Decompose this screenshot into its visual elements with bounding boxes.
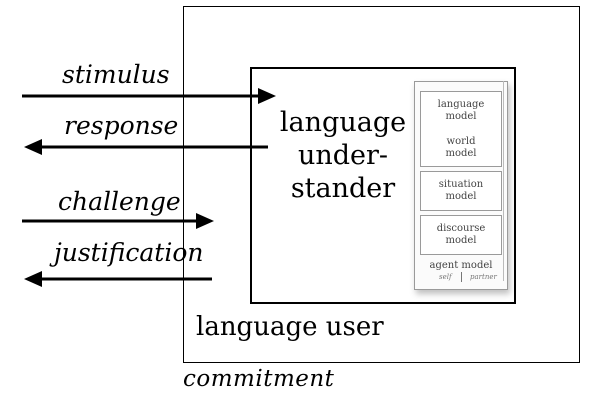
challenge-label: challenge — [58, 187, 181, 216]
justification-arrow — [24, 271, 212, 287]
inner-figure-edge — [503, 81, 504, 281]
language-user-label: language user — [196, 312, 384, 342]
inner-model-figure: language model world model situation mod… — [414, 81, 508, 290]
agent-self-label: self — [439, 273, 452, 281]
stimulus-label: stimulus — [62, 60, 170, 89]
language-understander-label: language under- stander — [279, 107, 407, 204]
agent-partner-label: partner — [470, 273, 497, 281]
agent-model-label: agent model — [429, 260, 493, 271]
stimulus-arrow — [22, 88, 276, 104]
situation-model-cell: situation model — [420, 171, 502, 211]
agent-divider — [461, 272, 462, 282]
discourse-model-cell: discourse model — [420, 215, 502, 255]
language-model-label: language model — [437, 98, 485, 122]
challenge-arrow — [22, 213, 214, 229]
language-user-box — [183, 6, 580, 363]
response-label: response — [64, 111, 179, 140]
response-arrow — [24, 139, 268, 155]
justification-label: justification — [54, 238, 204, 267]
commitment-label: commitment — [183, 366, 335, 392]
world-model-label: world model — [445, 135, 477, 159]
language-world-model-cell: language model world model — [420, 91, 502, 167]
